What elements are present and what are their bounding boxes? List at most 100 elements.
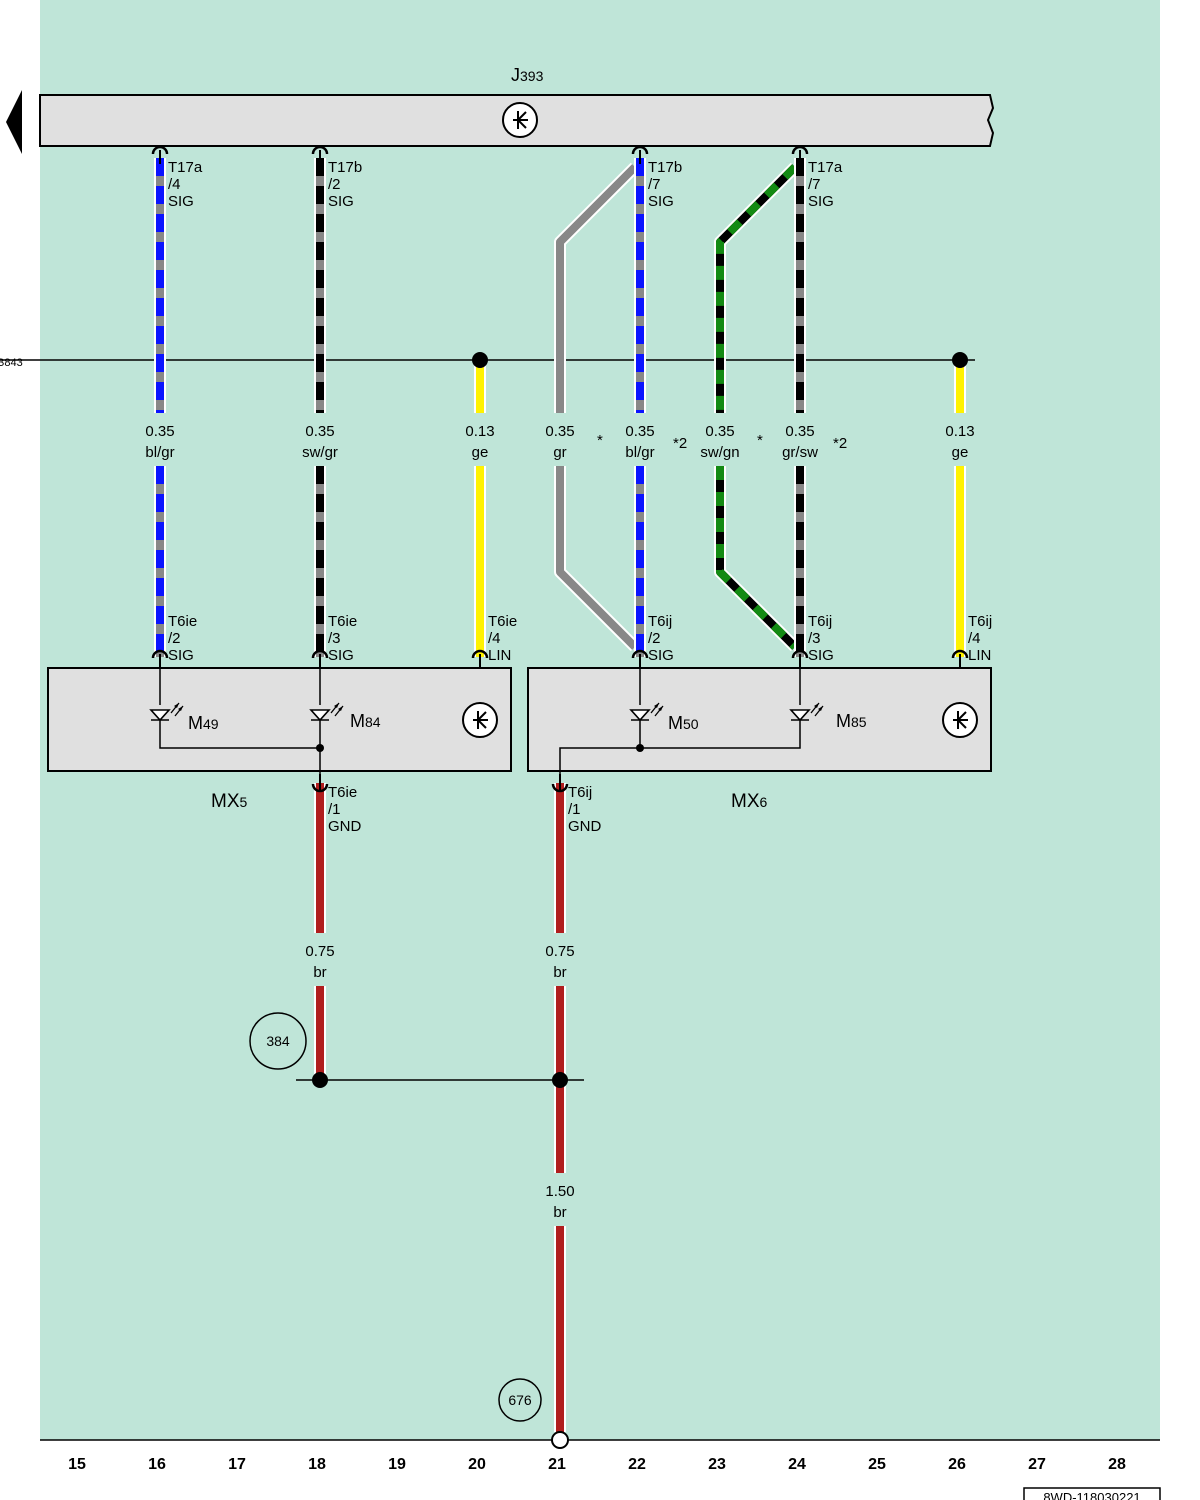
column-number: 15 — [68, 1456, 86, 1473]
reference-384[interactable]: 384 — [249, 1012, 307, 1070]
wire-color: bl/gr — [145, 444, 174, 461]
pin-label: /1 — [568, 801, 581, 818]
side-reference-label: B843 — [0, 357, 23, 369]
wire-labels: 0.35 bl/gr 0.35 sw/gr 0.13 ge 0.35 gr 0.… — [145, 423, 974, 1221]
wire-size: 0.13 — [945, 423, 974, 440]
m84-label: M84 — [350, 711, 381, 731]
pin-label: T6ie — [168, 613, 197, 630]
pin-label: GND — [328, 818, 362, 835]
control-unit-icon — [942, 702, 978, 738]
wire-size: 0.35 — [145, 423, 174, 440]
column-number: 20 — [468, 1456, 486, 1473]
module-mx6[interactable] — [527, 667, 992, 772]
column-number: 23 — [708, 1456, 726, 1473]
document-code: 8WD-118030221 — [1023, 1487, 1161, 1500]
junction-dot — [636, 744, 644, 752]
pin-label: SIG — [328, 647, 354, 664]
column-number: 19 — [388, 1456, 406, 1473]
pin-label: GND — [568, 818, 602, 835]
reference-number: 676 — [508, 1392, 532, 1408]
column-number: 28 — [1108, 1456, 1126, 1473]
pin-label: SIG — [808, 647, 834, 664]
pin-label: /4 — [168, 176, 181, 193]
document-code-text: 8WD-118030221 — [1043, 1490, 1140, 1500]
wire-size: 0.35 — [785, 423, 814, 440]
previous-page-arrow-icon[interactable] — [6, 90, 22, 154]
wire-color: sw/gr — [302, 444, 338, 461]
j393-pin-labels: T17a /4 SIG T17b /2 SIG T17b /7 SIG T17a… — [168, 159, 843, 210]
wire-21-gr[interactable] — [554, 162, 640, 652]
splice-point-20 — [472, 352, 488, 368]
pin-label: /4 — [968, 630, 981, 647]
wire-color: br — [553, 1204, 566, 1221]
reference-676[interactable]: 676 — [498, 1378, 542, 1422]
control-unit-icon — [502, 102, 538, 138]
pin-label: T17b — [328, 159, 362, 176]
pin-label: /3 — [808, 630, 821, 647]
footnote-asterisk-2: *2 — [673, 435, 687, 452]
pin-label: SIG — [328, 193, 354, 210]
pin-label: /2 — [168, 630, 181, 647]
pin-label: SIG — [808, 193, 834, 210]
reference-circle — [249, 1012, 307, 1070]
wire-size: 0.13 — [465, 423, 494, 440]
document-code-frame — [1023, 1487, 1161, 1500]
ground-pin-labels: T6ie /1 GND T6ij /1 GND — [328, 784, 602, 835]
column-number: 21 — [548, 1456, 566, 1473]
mx5-internal-circuit — [159, 668, 321, 776]
wire-color: bl/gr — [625, 444, 654, 461]
reference-circle — [498, 1378, 542, 1422]
footnote-asterisk: * — [757, 432, 763, 449]
pin-label: T6ij — [968, 613, 992, 630]
wire-color: ge — [952, 444, 969, 461]
m50-label: M50 — [668, 713, 699, 733]
ground-terminal — [551, 1431, 569, 1449]
pin-label: /2 — [648, 630, 661, 647]
wire-color: br — [553, 964, 566, 981]
column-number: 17 — [228, 1456, 246, 1473]
wire-color: gr/sw — [782, 444, 818, 461]
pin-label: T17a — [168, 159, 203, 176]
pin-label: SIG — [168, 647, 194, 664]
wire-size: 0.75 — [545, 943, 574, 960]
column-number: 26 — [948, 1456, 966, 1473]
wire-size: 0.35 — [545, 423, 574, 440]
pin-label: SIG — [168, 193, 194, 210]
mx6-internal-circuit — [559, 668, 801, 776]
wire-size: 0.35 — [705, 423, 734, 440]
wire-color: gr — [553, 444, 566, 461]
column-number: 27 — [1028, 1456, 1046, 1473]
wire-size: 0.75 — [305, 943, 334, 960]
wire-size: 0.35 — [305, 423, 334, 440]
m49-label: M49 — [188, 713, 219, 733]
pin-label: /1 — [328, 801, 341, 818]
j393-label: J393 — [511, 65, 544, 85]
pin-label: T6ie — [488, 613, 517, 630]
pin-label: /7 — [648, 176, 661, 193]
pin-label: T6ie — [328, 784, 357, 801]
ground-splice-18 — [312, 1072, 328, 1088]
wires — [154, 158, 966, 1432]
wire-23-sw-gn[interactable] — [714, 162, 800, 652]
pin-label: T17b — [648, 159, 682, 176]
pin-label: T6ij — [568, 784, 592, 801]
pin-label: T6ij — [648, 613, 672, 630]
mx5-label: MX5 — [211, 791, 248, 812]
mx6-label: MX6 — [731, 791, 768, 812]
ground-splice-21 — [552, 1072, 568, 1088]
column-number: 22 — [628, 1456, 646, 1473]
pin-label: LIN — [968, 647, 991, 664]
pin-label: SIG — [648, 647, 674, 664]
wire-color: sw/gn — [700, 444, 739, 461]
m85-label: M85 — [836, 711, 867, 731]
footnote-markers: * *2 * *2 — [597, 432, 847, 452]
module-pin-labels: T6ie /2 SIG T6ie /3 SIG T6ie /4 LIN T6ij… — [168, 613, 992, 664]
module-mx5[interactable] — [47, 667, 512, 772]
junction-dot — [316, 744, 324, 752]
pin-label: T6ie — [328, 613, 357, 630]
wire-color: ge — [472, 444, 489, 461]
column-number: 24 — [788, 1456, 806, 1473]
control-unit-icon — [462, 702, 498, 738]
